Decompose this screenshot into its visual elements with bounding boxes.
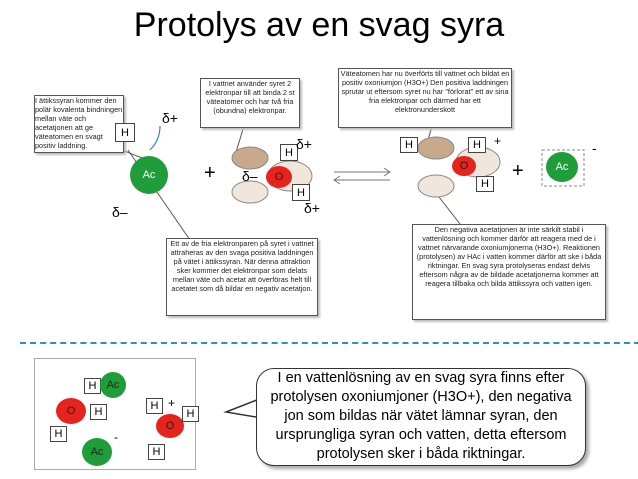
plus-sign: + (512, 160, 524, 182)
h-atom: H (468, 137, 486, 153)
delta-minus-label: δ– (112, 204, 128, 220)
delta-plus-label: δ+ (162, 110, 178, 126)
minus-charge: - (114, 430, 118, 444)
h-atom: H (50, 426, 67, 442)
h-atom: H (280, 144, 298, 161)
h-atom: H (182, 406, 199, 422)
h-atom: H (292, 184, 310, 201)
ac-atom: Ac (130, 156, 168, 194)
callout-left: I ättikssyran kommer den polär kovalenta… (34, 95, 124, 153)
callout-top-mid: I vattnet använder syret 2 elektronpar t… (200, 78, 300, 128)
o-atom: O (56, 398, 86, 424)
callout-top-right: Väteatomen har nu överförts till vattnet… (338, 68, 512, 128)
plus-sign: + (204, 162, 216, 184)
delta-plus-label: δ+ (296, 136, 312, 152)
h-atom: H (146, 398, 163, 414)
minus-charge: - (592, 140, 597, 156)
h-atom: H (115, 123, 135, 142)
delta-minus-label: δ– (242, 168, 258, 184)
separator-line (20, 342, 638, 344)
plus-charge: + (494, 134, 502, 148)
h-atom: H (400, 137, 418, 153)
ac-atom: Ac (546, 152, 578, 182)
plus-charge: + (168, 396, 176, 410)
delta-plus-label: δ+ (304, 200, 320, 216)
o-atom: O (156, 414, 184, 438)
callout-bottom-mid: Ett av de fria elektronparen på syret i … (166, 238, 318, 316)
o-atom: O (266, 166, 292, 188)
h-atom: H (476, 176, 494, 192)
ac-atom: Ac (82, 438, 112, 466)
callout-bottom-right: Den negativa acetatjonen är inte särkilt… (412, 224, 606, 320)
ac-atom: Ac (100, 372, 126, 398)
o-atom: O (452, 156, 476, 176)
h-atom: H (90, 404, 107, 420)
h-atom: H (148, 444, 165, 460)
summary-text-box: I en vattenlösning av en svag syra finns… (256, 368, 586, 466)
h-atom: H (84, 378, 101, 394)
page-title: Protolys av en svag syra (133, 6, 505, 44)
